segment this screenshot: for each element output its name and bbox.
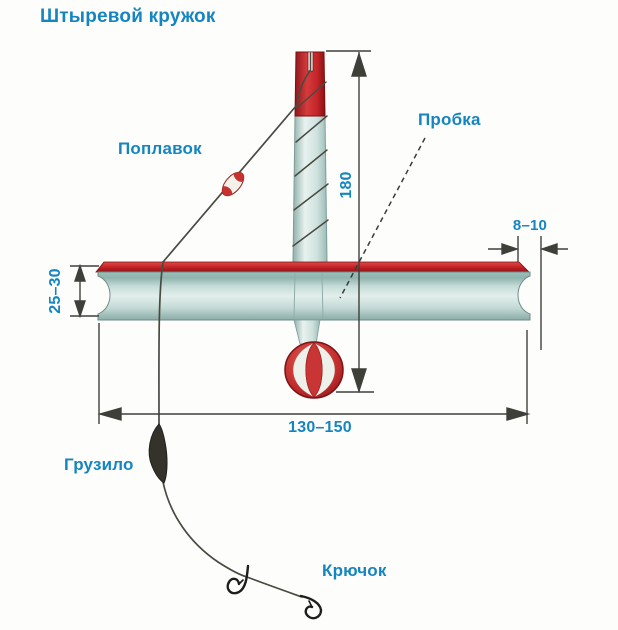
disc-red-top [95,261,530,273]
cork-leader-line [339,137,426,299]
disc-diameter-dimension: 130–150 [288,419,352,436]
fishing-line [158,52,329,598]
sinker-label: Грузило [64,455,134,474]
disc [95,261,531,321]
sinker-drawing [148,423,168,484]
pin-shaft [292,51,328,264]
hook-label: Крючок [322,561,387,580]
disc-body [97,271,531,321]
float-drawing [219,169,247,199]
diagram-title: Штыревой кружок [40,6,216,27]
disc-thickness-dimension: 25–30 [47,268,64,314]
pin-height-dimension: 180 [338,171,355,199]
cork-label: Пробка [418,110,481,129]
hooks-drawing [226,564,323,620]
float-label: Поплавок [118,139,202,158]
pin-tip-ball [284,319,344,399]
rim-width-dimension: 8–10 [512,217,548,234]
dimension-lines [70,50,568,424]
